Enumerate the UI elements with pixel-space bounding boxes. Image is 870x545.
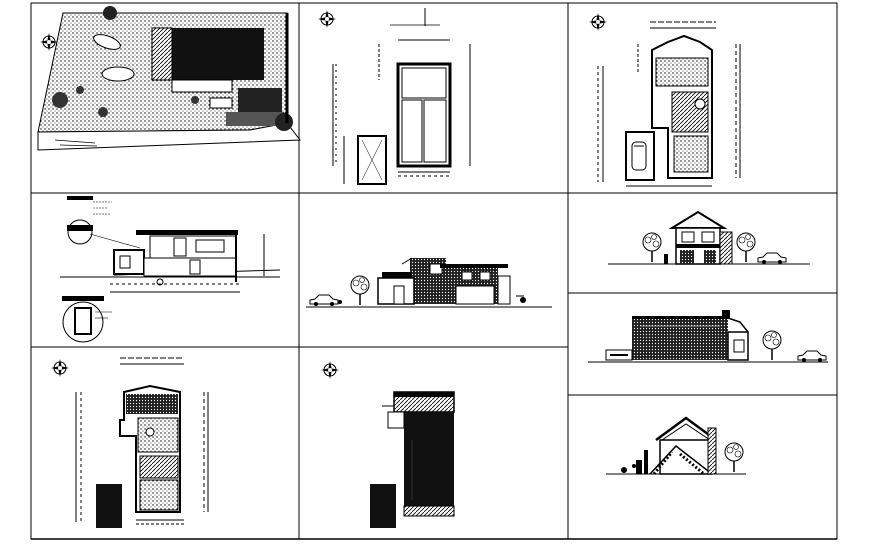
front-elevation [306, 257, 552, 308]
first-floor-plan [588, 12, 741, 187]
rear-elevation [588, 310, 828, 363]
car-icon [757, 252, 787, 265]
tree-icon [724, 442, 744, 473]
second-floor-plan [50, 357, 209, 528]
car-icon [309, 294, 339, 307]
north-arrow-icon [317, 9, 337, 29]
section-callout-icon [67, 219, 93, 245]
section-b [606, 416, 746, 476]
ground-floor-plan [317, 8, 471, 185]
roof-plan [320, 360, 455, 528]
tree-icon [762, 330, 782, 361]
section-a [60, 196, 281, 343]
tree-icon [736, 232, 756, 263]
north-arrow-icon [50, 358, 70, 378]
site-plan [37, 6, 301, 151]
tree-icon [642, 232, 662, 263]
tree-icon [350, 275, 370, 306]
north-arrow-icon [588, 12, 608, 32]
north-arrow-icon [320, 360, 340, 380]
side-elevation-1 [608, 210, 810, 265]
car-icon [797, 350, 827, 363]
